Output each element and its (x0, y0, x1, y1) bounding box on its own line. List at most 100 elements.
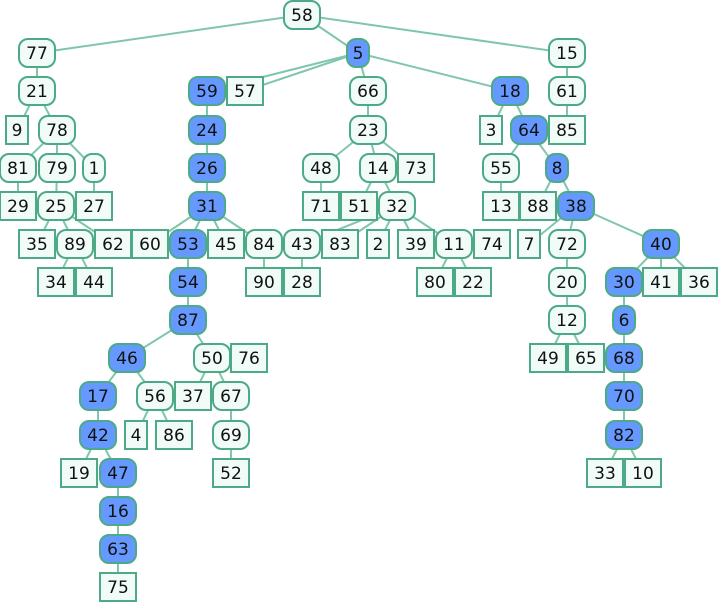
node-label: 76 (238, 349, 260, 369)
node-box (605, 343, 643, 373)
tree-node-90: 90 (245, 267, 283, 297)
tree-node-28: 28 (283, 267, 321, 297)
node-label: 59 (196, 82, 218, 102)
tree-node-71: 71 (302, 191, 340, 221)
node-box (302, 153, 340, 183)
node-box (378, 191, 416, 221)
node-label: 89 (64, 235, 86, 255)
node-box (491, 76, 529, 106)
node-label: 40 (650, 235, 672, 255)
tree-node-46: 46 (108, 343, 146, 373)
node-label: 42 (87, 426, 109, 446)
node-box (510, 115, 548, 145)
node-label: 30 (613, 273, 635, 293)
node-label: 1 (89, 159, 100, 179)
tree-node-65: 65 (567, 343, 605, 373)
tree-node-86: 86 (155, 420, 193, 450)
node-label: 55 (490, 159, 512, 179)
tree-node-29: 29 (0, 191, 37, 221)
node-label: 83 (329, 235, 351, 255)
node-label: 17 (87, 387, 109, 407)
node-label: 14 (367, 159, 389, 179)
node-box (612, 305, 636, 335)
node-box (188, 76, 226, 106)
tree-node-69: 69 (212, 420, 250, 450)
node-label: 22 (462, 273, 484, 293)
node-label: 38 (565, 197, 587, 217)
node-box (529, 343, 567, 373)
node-label: 90 (253, 273, 275, 293)
node-box (586, 458, 624, 488)
node-label: 19 (68, 464, 90, 484)
node-box (435, 229, 473, 259)
node-box (75, 267, 113, 297)
node-box (548, 305, 586, 335)
node-box (37, 267, 75, 297)
node-box (366, 229, 390, 259)
tree-node-54: 54 (169, 267, 207, 297)
tree-node-80: 80 (416, 267, 454, 297)
node-box (397, 153, 435, 183)
tree-node-13: 13 (482, 191, 520, 221)
node-label: 62 (102, 235, 124, 255)
node-label: 70 (613, 387, 635, 407)
node-box (207, 229, 245, 259)
tree-node-61: 61 (548, 76, 586, 106)
tree-node-81: 81 (0, 153, 37, 183)
tree-node-50: 50 (193, 343, 231, 373)
node-box (230, 343, 268, 373)
tree-node-8: 8 (545, 153, 569, 183)
node-box (349, 115, 387, 145)
node-box (82, 153, 106, 183)
node-label: 23 (357, 121, 379, 141)
node-label: 68 (613, 349, 635, 369)
tree-node-89: 89 (56, 229, 94, 259)
tree-node-85: 85 (548, 115, 586, 145)
tree-node-23: 23 (349, 115, 387, 145)
tree-node-21: 21 (18, 76, 56, 106)
tree-node-59: 59 (188, 76, 226, 106)
tree-node-2: 2 (366, 229, 390, 259)
tree-node-56: 56 (136, 381, 174, 411)
node-label: 5 (353, 44, 364, 64)
node-box (642, 267, 680, 297)
tree-node-45: 45 (207, 229, 245, 259)
node-box (188, 153, 226, 183)
node-label: 6 (619, 311, 630, 331)
node-label: 4 (131, 426, 142, 446)
node-box (18, 76, 56, 106)
node-label: 65 (575, 349, 597, 369)
node-box (680, 267, 718, 297)
node-box (545, 153, 569, 183)
node-box (321, 229, 359, 259)
tree-node-36: 36 (680, 267, 718, 297)
tree-edge-58-77 (36, 14, 303, 54)
node-label: 47 (107, 464, 129, 484)
node-box (79, 420, 117, 450)
node-label: 31 (196, 197, 218, 217)
node-box (38, 115, 76, 145)
node-label: 20 (556, 273, 578, 293)
node-label: 85 (556, 121, 578, 141)
node-box (124, 420, 148, 450)
node-label: 43 (291, 235, 313, 255)
node-label: 82 (613, 426, 635, 446)
node-box (0, 191, 37, 221)
node-label: 7 (524, 235, 535, 255)
node-box (18, 229, 56, 259)
node-box (0, 153, 37, 183)
tree-node-62: 62 (94, 229, 132, 259)
tree-node-4: 4 (124, 420, 148, 450)
tree-node-20: 20 (548, 267, 586, 297)
tree-node-39: 39 (397, 229, 435, 259)
tree-node-72: 72 (548, 229, 586, 259)
node-box (519, 191, 557, 221)
node-box (482, 191, 520, 221)
node-box (169, 305, 207, 335)
node-box (548, 115, 586, 145)
node-label: 44 (83, 273, 105, 293)
node-box (155, 420, 193, 450)
node-label: 67 (220, 387, 242, 407)
tree-edge-5-18 (357, 52, 511, 92)
